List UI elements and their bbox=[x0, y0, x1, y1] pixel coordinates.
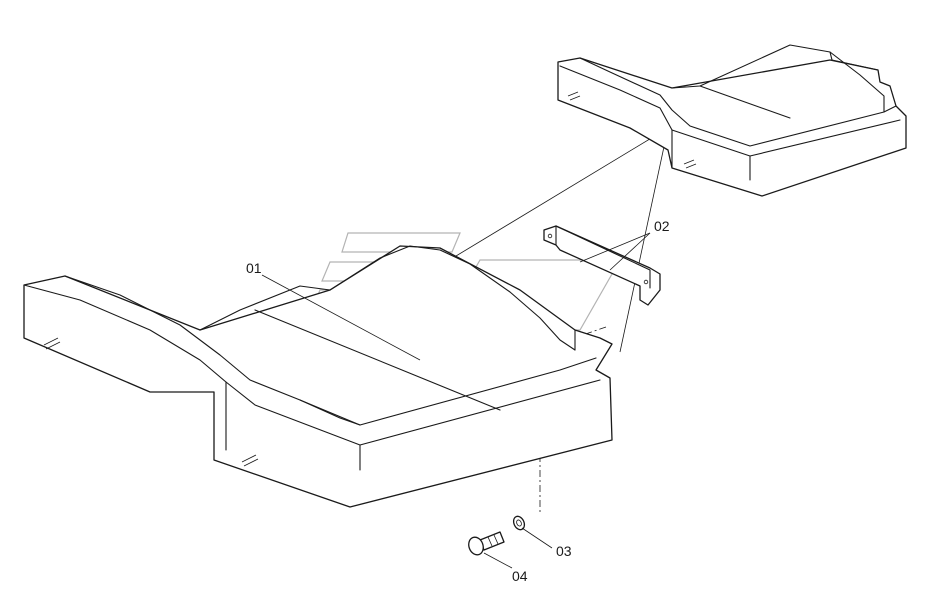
front-seat bbox=[23, 245, 613, 508]
washer-part bbox=[512, 515, 526, 531]
rear-seat bbox=[557, 44, 907, 197]
label-leaders bbox=[261, 232, 651, 569]
bolt-part bbox=[468, 531, 505, 556]
label-part-03: 03 bbox=[556, 543, 572, 559]
label-part-02: 02 bbox=[654, 218, 670, 234]
label-part-01: 01 bbox=[246, 260, 262, 276]
label-part-04: 04 bbox=[512, 568, 528, 584]
bracket-part bbox=[543, 225, 661, 306]
